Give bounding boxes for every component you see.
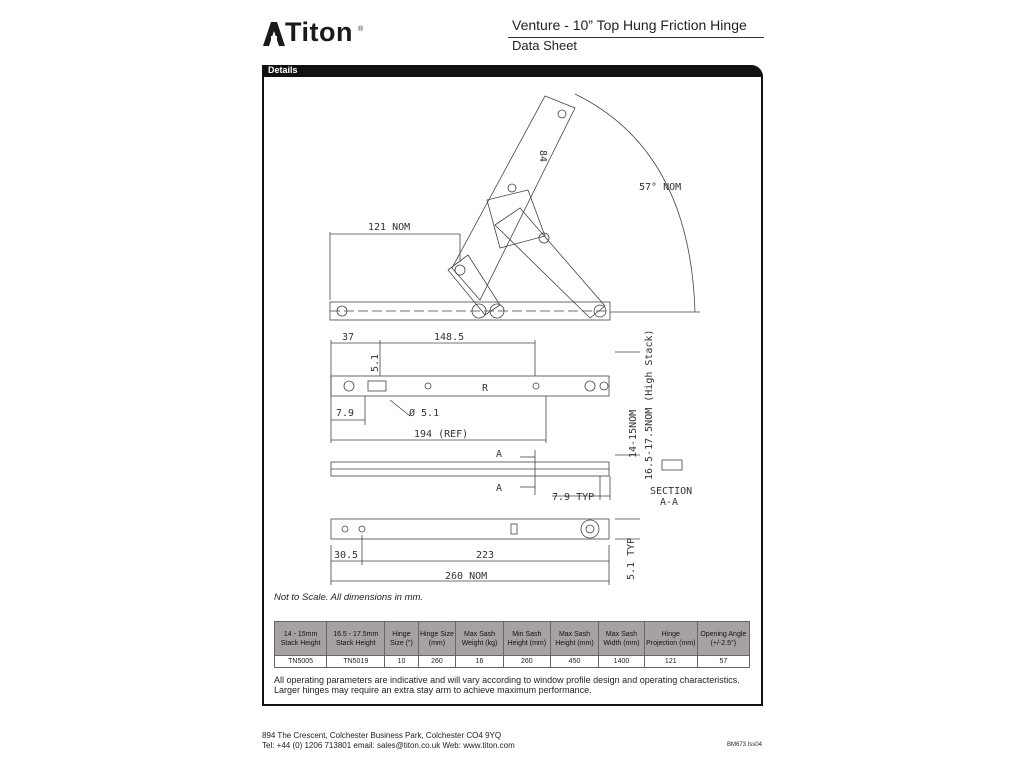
title-divider: [508, 37, 764, 38]
column-header: Min Sash Height (mm): [502, 621, 551, 656]
hinge-technical-drawing: 57° NOM 121 NOM 84 37 148.5 5.1 R 7.9 Ø …: [329, 93, 700, 585]
dim-260-nom: 260 NOM: [445, 571, 487, 582]
titon-logo-icon: [263, 22, 285, 46]
section-sublabel: A-A: [660, 497, 678, 508]
table-cell: 121: [643, 655, 698, 668]
column-header: Opening Angle (+/-2.5°): [696, 621, 751, 656]
dim-223: 223: [476, 550, 494, 561]
table-cell: 260: [417, 655, 457, 668]
dim-7-9: 7.9: [336, 408, 354, 419]
stamp-label: 84: [537, 150, 548, 162]
column-header: Max Sash Height (mm): [549, 621, 600, 656]
footer-contact: Tel: +44 (0) 1206 713801 email: sales@ti…: [262, 741, 515, 750]
stack-height-standard: 14-15NOM: [628, 410, 639, 458]
dim-30-5: 30.5: [334, 550, 358, 561]
section-marker-bottom: A: [496, 483, 502, 494]
operating-note: All operating parameters are indicative …: [274, 675, 754, 695]
scale-note: Not to Scale. All dimensions in mm.: [274, 592, 424, 603]
table-cell: TN5005: [273, 655, 328, 668]
details-label: Details: [268, 65, 298, 75]
table-header-row: 14 - 15mm Stack Height 16.5 - 17.5mm Sta…: [273, 621, 751, 656]
registered-mark: ®: [358, 26, 364, 33]
column-header: Max Sash Weight (kg): [455, 621, 504, 656]
stack-height-high: 16.5-17.5NOM (High Stack): [644, 329, 655, 480]
footer-address: 894 The Crescent, Colchester Business Pa…: [262, 731, 502, 740]
table-cell: TN5019: [326, 655, 386, 668]
table-cell: 1400: [598, 655, 645, 668]
section-marker-top: A: [496, 449, 502, 460]
dim-37: 37: [342, 332, 354, 343]
r-mark: R: [482, 383, 489, 394]
dim-148-5: 148.5: [434, 332, 464, 343]
table-row: TN5005 TN5019 10 260 16 260 450 1400 121…: [273, 655, 751, 668]
note-line-2: Larger hinges may require an extra stay …: [274, 685, 592, 695]
projection-label: 121 NOM: [368, 222, 410, 233]
table-cell: 57: [696, 655, 751, 668]
angle-label: 57° NOM: [639, 182, 681, 193]
dim-5-1: 5.1: [370, 354, 381, 372]
document-subtitle: Data Sheet: [512, 38, 578, 53]
column-header: Max Sash Width (mm): [598, 621, 645, 656]
table-cell: 450: [549, 655, 600, 668]
table-cell: 10: [384, 655, 419, 668]
section-label: SECTION: [650, 486, 692, 497]
column-header: Hinge Size (mm): [417, 621, 457, 656]
note-line-1: All operating parameters are indicative …: [274, 675, 740, 685]
dim-194-ref: 194 (REF): [414, 429, 468, 440]
dim-5-1-typ: 5.1 TYP: [626, 538, 637, 580]
document-title: Venture - 10” Top Hung Friction Hinge: [512, 17, 747, 33]
dim-7-9-typ: 7.9 TYP: [552, 492, 594, 503]
hole-diameter: Ø 5.1: [409, 407, 439, 419]
column-header: 14 - 15mm Stack Height: [273, 621, 328, 656]
details-header-bar: [262, 65, 763, 77]
table-cell: 16: [455, 655, 504, 668]
column-header: Hinge Size ("): [384, 621, 419, 656]
table-cell: 260: [502, 655, 551, 668]
brand-name: Titon: [285, 17, 353, 47]
document-reference: BM673 Iss04: [727, 742, 763, 748]
column-header: Hinge Projection (mm): [643, 621, 698, 656]
spec-table: 14 - 15mm Stack Height 16.5 - 17.5mm Sta…: [273, 621, 751, 668]
column-header: 16.5 - 17.5mm Stack Height: [326, 621, 386, 656]
